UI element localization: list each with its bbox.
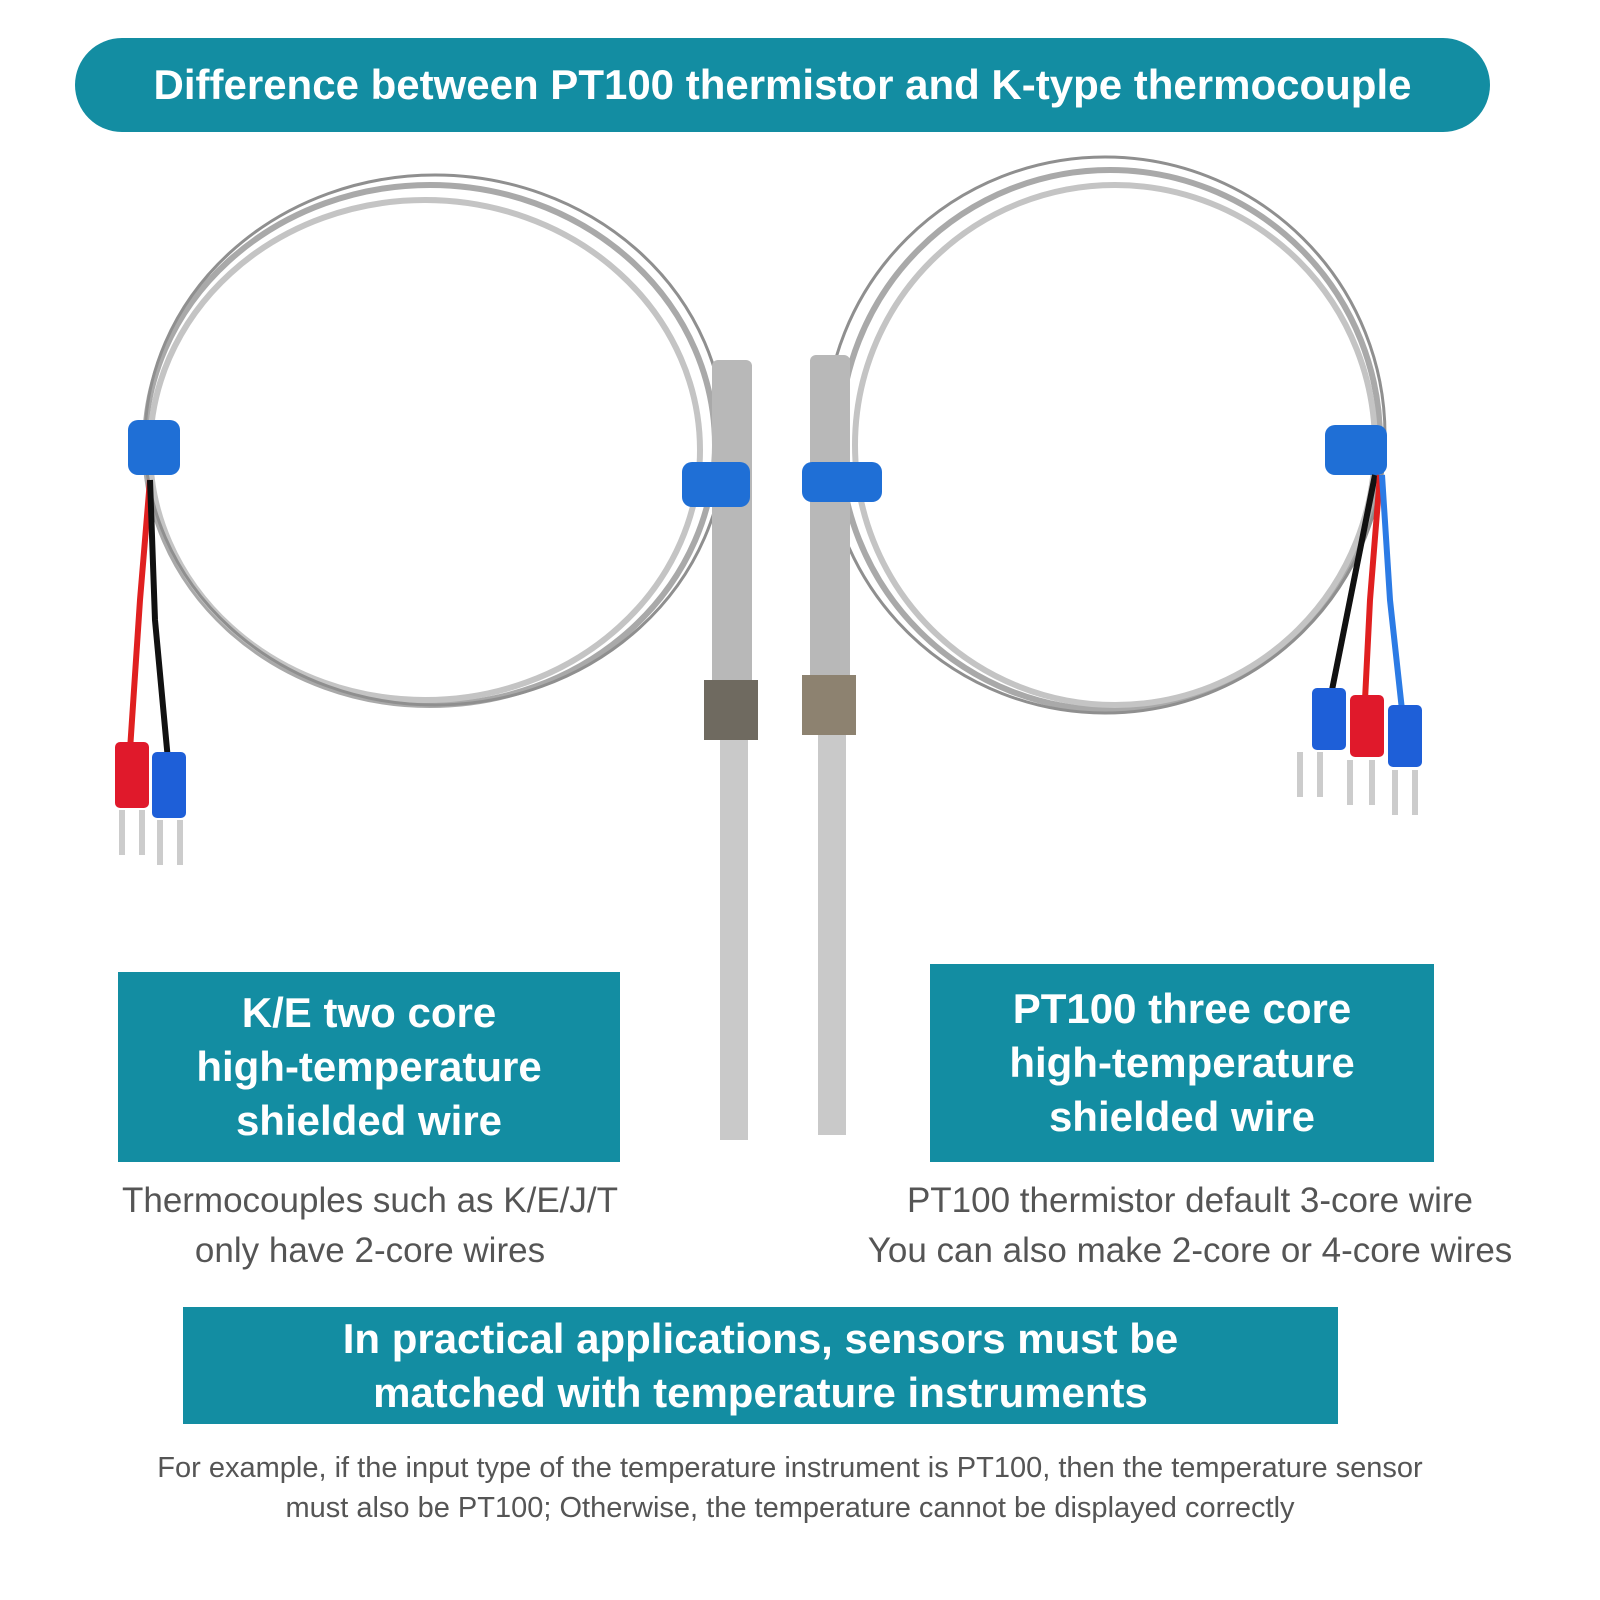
left-wires xyxy=(127,479,171,761)
pt100-caption: PT100 thermistor default 3-core wire You… xyxy=(800,1176,1580,1276)
label-line: PT100 three core xyxy=(1012,985,1352,1032)
application-note-box: In practical applications, sensors must … xyxy=(183,1307,1338,1424)
footnote: For example, if the input type of the te… xyxy=(0,1448,1580,1528)
caption-line: PT100 thermistor default 3-core wire xyxy=(906,1181,1474,1220)
label-line: high-temperature xyxy=(196,1043,542,1090)
right-wires xyxy=(1327,474,1405,711)
page-title: Difference between PT100 thermistor and … xyxy=(75,38,1490,132)
probe-left xyxy=(704,360,758,1140)
caption-line: only have 2-core wires xyxy=(194,1231,546,1270)
left-terminals xyxy=(115,742,186,865)
caption-line: Thermocouples such as K/E/J/T xyxy=(121,1181,619,1220)
note-line: In practical applications, sensors must … xyxy=(342,1314,1179,1362)
thermocouple-caption: Thermocouples such as K/E/J/T only have … xyxy=(40,1176,700,1276)
thermocouple-coil xyxy=(142,173,727,708)
pt100-label-box: PT100 three core high-temperature shield… xyxy=(930,964,1434,1162)
right-terminals xyxy=(1297,688,1422,815)
pt100-coil xyxy=(823,155,1387,715)
caption-line: You can also make 2-core or 4-core wires xyxy=(867,1231,1513,1270)
blue-bands xyxy=(128,420,1387,507)
footnote-line: For example, if the input type of the te… xyxy=(157,1452,1423,1484)
thermocouple-label-box: K/E two core high-temperature shielded w… xyxy=(118,972,620,1162)
label-line: K/E two core xyxy=(241,989,497,1036)
label-line: shielded wire xyxy=(1048,1093,1316,1140)
label-line: shielded wire xyxy=(235,1097,503,1144)
label-line: high-temperature xyxy=(1009,1039,1355,1086)
footnote-line: must also be PT100; Otherwise, the tempe… xyxy=(285,1492,1295,1524)
note-line: matched with temperature instruments xyxy=(373,1368,1148,1416)
probe-right xyxy=(802,355,856,1135)
